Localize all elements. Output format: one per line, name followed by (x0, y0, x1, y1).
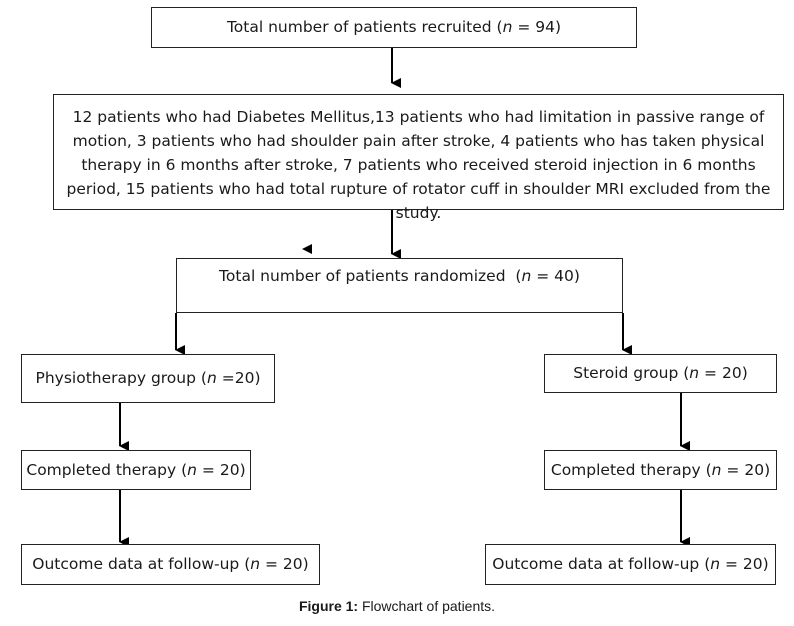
figure-caption-label: Figure 1: (298, 598, 359, 614)
physio-outcome-box: Outcome data at follow-up (n = 20) (21, 544, 320, 585)
steroid-group-box: Steroid group (n = 20) (544, 354, 777, 393)
physio-completed-box: Completed therapy (n = 20) (21, 450, 251, 490)
figure-caption: Figure 1: Flowchart of patients. (0, 598, 794, 614)
exclusion-text: 12 patients who had Diabetes Mellitus,13… (66, 108, 771, 223)
steroid-outcome-box: Outcome data at follow-up (n = 20) (485, 544, 776, 585)
physio-outcome-text: Outcome data at follow-up (n = 20) (32, 555, 309, 574)
physiotherapy-group-text: Physiotherapy group (n =20) (35, 369, 261, 388)
steroid-completed-box: Completed therapy (n = 20) (544, 450, 777, 490)
recruited-box: Total number of patients recruited (n = … (151, 7, 637, 48)
figure-caption-text: Flowchart of patients. (361, 598, 496, 614)
exclusion-box: 12 patients who had Diabetes Mellitus,13… (53, 94, 784, 222)
steroid-completed-text: Completed therapy (n = 20) (550, 460, 771, 479)
steroid-group-text: Steroid group (n = 20) (573, 364, 748, 383)
steroid-outcome-text: Outcome data at follow-up (n = 20) (492, 555, 769, 574)
physiotherapy-group-box: Physiotherapy group (n =20) (21, 354, 275, 403)
recruited-text: Total number of patients recruited (n = … (226, 18, 562, 37)
left-pointer-arrowhead (302, 244, 312, 254)
randomized-text: Total number of patients randomized (n =… (219, 267, 580, 285)
physio-completed-text: Completed therapy (n = 20) (26, 460, 246, 479)
randomized-box: Total number of patients randomized (n =… (176, 258, 623, 313)
